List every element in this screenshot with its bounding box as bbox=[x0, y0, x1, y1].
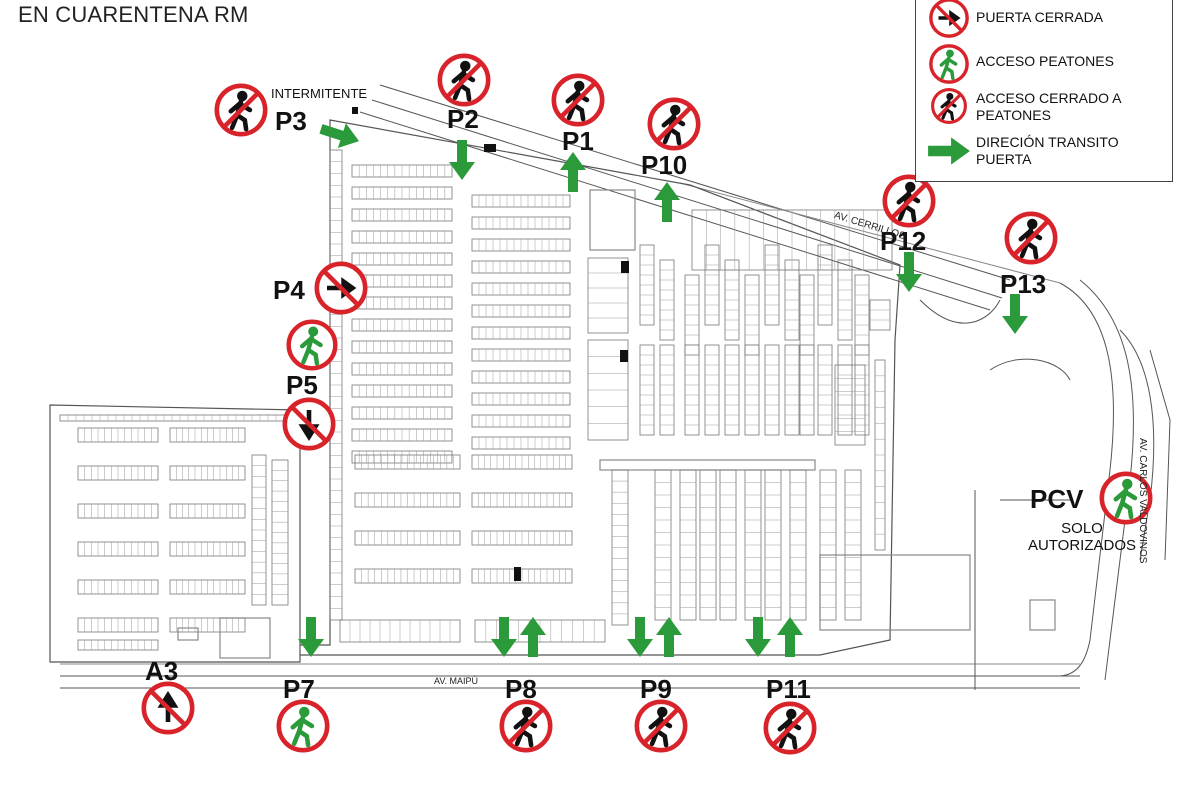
street-label-maipu: AV. MAIPÚ bbox=[434, 676, 479, 686]
map-title: EN CUARENTENA RM bbox=[18, 2, 249, 27]
stall-block bbox=[784, 344, 800, 436]
gate-label-p13: P13 bbox=[1000, 269, 1047, 299]
gate-label-p2: P2 bbox=[447, 104, 479, 134]
closed-gate-icon-a3 bbox=[144, 684, 192, 732]
stall-block bbox=[659, 344, 675, 436]
street-label-valdovinos: AV. CARLOS VALDOVINOS bbox=[1137, 438, 1148, 564]
gate-label-p8: P8 bbox=[505, 674, 537, 704]
closed-gate-icon-p4 bbox=[317, 264, 365, 312]
stall-block bbox=[854, 344, 870, 436]
gate-label-p1: P1 bbox=[562, 126, 594, 156]
no-pedestrian-icon-p10 bbox=[650, 100, 698, 148]
map-markers bbox=[352, 107, 629, 581]
traffic-direction-arrow-icon-p9-in bbox=[627, 617, 653, 657]
intermitente-note: INTERMITENTE bbox=[271, 86, 368, 101]
traffic-direction-arrow-icon-p9-out bbox=[656, 617, 682, 657]
legend-label-no-pedestrian: ACCESO CERRADO A PEATONES bbox=[976, 90, 1121, 123]
no-pedestrian-icon bbox=[930, 87, 968, 125]
stall-block bbox=[639, 344, 655, 436]
gate-label-p10: P10 bbox=[641, 150, 688, 180]
legend-label-pedestrian-access: ACCESO PEATONES bbox=[976, 53, 1114, 69]
gate-label-pcv: PCV bbox=[1030, 484, 1084, 514]
legend-label-traffic-direction: DIRECIÓN TRANSITO PUERTA bbox=[976, 134, 1119, 167]
no-pedestrian-icon-p8 bbox=[502, 702, 550, 750]
no-pedestrian-icon-p9 bbox=[637, 702, 685, 750]
stall-block bbox=[869, 299, 891, 331]
no-pedestrian-icon-p1 bbox=[554, 76, 602, 124]
stall-blocks bbox=[59, 149, 893, 651]
pedestrian-access-icon bbox=[928, 43, 970, 85]
gate-label-p4: P4 bbox=[273, 275, 305, 305]
no-pedestrian-icon-p11 bbox=[766, 704, 814, 752]
stall-block bbox=[817, 344, 833, 436]
gate-label-p11: P11 bbox=[766, 674, 811, 704]
traffic-direction-arrow-icon-p13 bbox=[1002, 294, 1028, 334]
gate-label-a3: A3 bbox=[145, 656, 179, 686]
stall-block bbox=[724, 344, 740, 436]
traffic-direction-arrow-icon-p11-out bbox=[777, 617, 803, 657]
closed-gate-icon-p5 bbox=[285, 400, 333, 448]
traffic-direction-arrow-icon bbox=[928, 137, 970, 165]
gate-label-p3: P3 bbox=[275, 106, 307, 136]
gate-label-p9: P9 bbox=[640, 674, 672, 704]
stall-block bbox=[744, 344, 760, 436]
closed-gate-icon bbox=[929, 0, 969, 38]
gate-label-p5: P5 bbox=[286, 370, 318, 400]
stall-block bbox=[799, 344, 815, 436]
no-pedestrian-icon-p2 bbox=[440, 56, 488, 104]
stall-block bbox=[764, 344, 780, 436]
traffic-direction-arrow-icon-p11-in bbox=[745, 617, 771, 657]
no-pedestrian-icon-p12 bbox=[885, 177, 933, 225]
pedestrian-access-icon-p7 bbox=[279, 702, 327, 750]
legend-label-closed-gate: PUERTA CERRADA bbox=[976, 9, 1104, 25]
pcv-note: SOLO AUTORIZADOS bbox=[1027, 520, 1137, 554]
stall-block bbox=[837, 344, 853, 436]
stall-block bbox=[704, 344, 720, 436]
no-pedestrian-icon-p13 bbox=[1007, 214, 1055, 262]
gate-label-p7: P7 bbox=[283, 674, 315, 704]
traffic-direction-arrow-icon-p10 bbox=[654, 182, 680, 222]
stall-block bbox=[587, 257, 629, 334]
no-pedestrian-icon-p3 bbox=[217, 86, 265, 134]
legend-panel: PUERTA CERRADA ACCESO PEATONES ACCESO CE… bbox=[915, 0, 1173, 182]
traffic-direction-arrow-icon-p7 bbox=[298, 617, 324, 657]
pedestrian-access-icon-p5 bbox=[289, 322, 336, 369]
traffic-direction-arrow-icon-p8-out bbox=[520, 617, 546, 657]
gate-label-p12: P12 bbox=[880, 226, 927, 256]
stall-block bbox=[684, 344, 700, 436]
traffic-direction-arrow-icon-p8-in bbox=[491, 617, 517, 657]
traffic-direction-arrow-icon-p1 bbox=[560, 152, 586, 192]
